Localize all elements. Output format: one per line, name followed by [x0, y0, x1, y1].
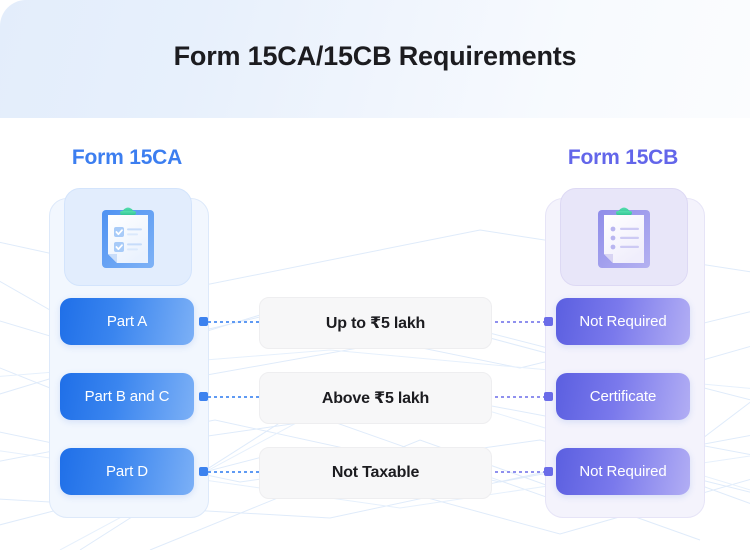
connector-dotted-line	[208, 470, 261, 473]
right-pill-certificate[interactable]: Certificate	[556, 373, 690, 420]
connector-dotted-line	[489, 395, 544, 398]
connector-right-row-0	[489, 316, 553, 327]
connector-dotted-line	[489, 320, 544, 323]
connector-node-icon	[544, 317, 553, 326]
clipboard-bulletlist-icon	[598, 207, 650, 268]
connector-node-icon	[199, 467, 208, 476]
connector-right-row-1	[489, 391, 553, 402]
left-column-title: Form 15CA	[71, 146, 183, 169]
left-pill-part-a[interactable]: Part A	[60, 298, 194, 345]
connector-right-row-2	[489, 466, 553, 477]
right-pill-not-required-b[interactable]: Not Required	[556, 448, 690, 495]
center-card-row-1: Above ₹5 lakh	[259, 372, 492, 424]
connector-left-row-2	[199, 466, 261, 477]
right-column-title: Form 15CB	[567, 146, 679, 169]
connector-dotted-line	[208, 320, 261, 323]
page-title: Form 15CA/15CB Requirements	[173, 41, 577, 71]
connector-dotted-line	[208, 395, 261, 398]
center-card-row-0: Up to ₹5 lakh	[259, 297, 492, 349]
connector-node-icon	[544, 467, 553, 476]
right-icon-card	[560, 188, 688, 286]
clipboard-checklist-icon	[102, 207, 154, 268]
left-icon-card	[64, 188, 192, 286]
left-pill-part-d[interactable]: Part D	[60, 448, 194, 495]
connector-node-icon	[199, 317, 208, 326]
connector-node-icon	[199, 392, 208, 401]
connector-node-icon	[544, 392, 553, 401]
center-card-row-2: Not Taxable	[259, 447, 492, 499]
connector-left-row-1	[199, 391, 261, 402]
left-pill-part-b-and-c[interactable]: Part B and C	[60, 373, 194, 420]
header-banner: Form 15CA/15CB Requirements	[0, 0, 750, 118]
right-pill-not-required-a[interactable]: Not Required	[556, 298, 690, 345]
connector-dotted-line	[489, 470, 544, 473]
connector-left-row-0	[199, 316, 261, 327]
